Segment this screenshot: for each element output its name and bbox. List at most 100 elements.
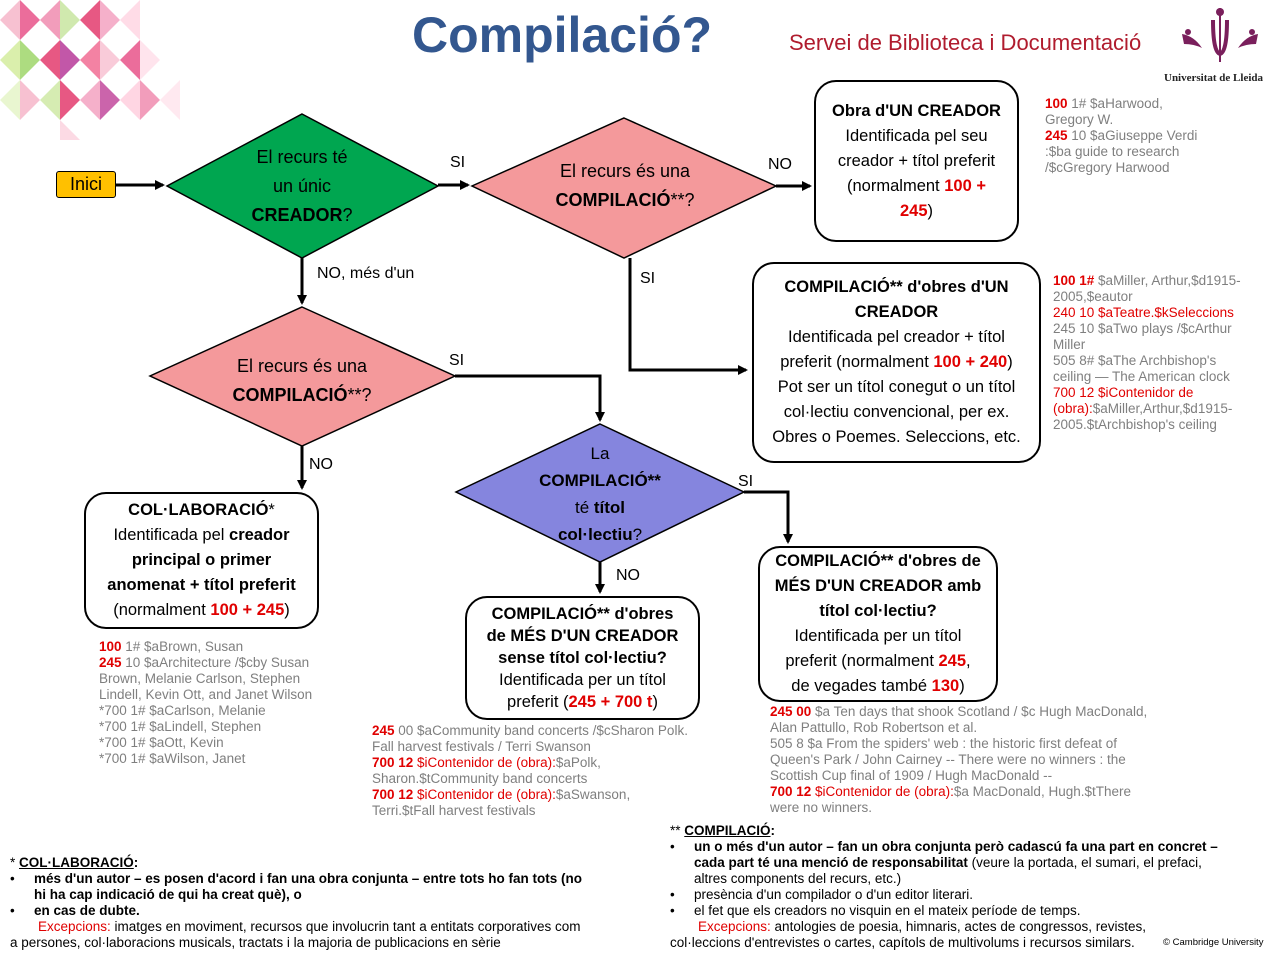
d4-tail: ? (632, 525, 643, 544)
note-compil-bullet1: • un o més d'un autor – fan un obra conj… (670, 839, 1218, 854)
box-multi-t-t1a: COMPILACIÓ (775, 552, 881, 570)
ex-harwood-0: 100 1# $aHarwood, (1045, 96, 1197, 112)
box-multi-t-l3: de vegades també 130) (760, 674, 996, 699)
note-compil-b3: el fet que els creadors no visquin en el… (694, 903, 1081, 918)
ex-miller-2: 240 10 $aTeatre.$kSeleccions (1053, 305, 1241, 321)
d4-line2: COMPILACIÓ** (539, 471, 661, 490)
university-name: Universitat de Lleida (1164, 72, 1263, 84)
box-comp-one-title: COMPILACIÓ** d'obres d'UN (754, 275, 1039, 300)
ex-harwood-2: 245 10 $aGiuseppe Verdi (1045, 128, 1197, 144)
box-multi-nt-t2a: de (486, 627, 511, 645)
box-multi-nt-l1: Identificada per un títol (499, 671, 666, 689)
box-multi-t-t3: títol col·lectiu? (819, 602, 937, 620)
arrow-d2-to-comp-one (628, 258, 748, 375)
box-multi-t-code2: 130 (931, 677, 960, 695)
ex-polk-0: 245 00 $aCommunity band concerts /$cShar… (372, 723, 688, 739)
d3-tail: **? (347, 385, 372, 405)
ex-brown-1-k: 245 (99, 655, 122, 670)
d1-line1: El recurs té (256, 147, 348, 167)
note-collab-exc: Excepcions: imatges en moviment, recurso… (10, 919, 650, 935)
note-compil-bullet1d: altres components del recurs, etc.) (670, 871, 1270, 887)
note-collab-exc-text2: a persones, col·laboracions musicals, tr… (10, 935, 501, 950)
ex-miller-0: 100 1# $aMiller, Arthur,$d1915- (1053, 273, 1241, 289)
box-multi-t-t1: COMPILACIÓ** d'obres de (760, 549, 996, 574)
start-node: Inici (56, 171, 116, 198)
note-compil-exc-text2: col·leccions d'entrevistes o cartes, cap… (670, 935, 1135, 950)
box-multi-nt-t1b: ** d'obres (597, 605, 674, 623)
ex-polk-1-t: Fall harvest festivals / Terri Swanson (372, 739, 591, 754)
ex-polk-3: Sharon.$tCommunity band concerts (372, 771, 688, 787)
box-collab-title: COL·LABORACIÓ* (86, 498, 317, 523)
note-collab-b2: en cas de dubte. (34, 903, 140, 918)
ex-miller-6: ceiling — The American clock (1053, 369, 1241, 385)
ex-brown-7: *700 1# $aWilson, Janet (99, 751, 312, 767)
d4-line1: La (590, 444, 610, 463)
box-multi-nt-t1: COMPILACIÓ** d'obres (467, 603, 698, 625)
ex-brown-2: Brown, Melanie Carlson, Stephen (99, 671, 312, 687)
ex-miller-7: 700 12 $iContenidor de (1053, 385, 1241, 401)
ex-miller-0-t: $aMiller, Arthur,$d1915- (1094, 273, 1241, 288)
box-multi-nt-t1a: COMPILACIÓ (491, 605, 598, 623)
label-d2-no: NO (768, 156, 792, 173)
box-multi-t-l3a: de vegades també (791, 677, 932, 695)
d1-line2: un únic (272, 176, 332, 196)
box-multi-nt-close: ) (652, 693, 658, 711)
ex-mac-6: were no winners. (770, 800, 1147, 816)
ex-brown-4: *700 1# $aCarlson, Melanie (99, 703, 312, 719)
ex-harwood-1: Gregory W. (1045, 112, 1197, 128)
ex-harwood-4: /$cGregory Harwood (1045, 160, 1197, 176)
ex-mac-5-t: $a MacDonald, Hugh.$tThere (953, 784, 1131, 799)
d2-line2: COMPILACIÓ**? (520, 186, 730, 215)
ex-mac-5: 700 12 $iContenidor de (obra):$a MacDona… (770, 784, 1147, 800)
label-d3-yes: SI (449, 352, 465, 369)
decision-compilation-top (470, 117, 778, 259)
box-comp-one-title-bold: COMPILACIÓ (784, 278, 890, 296)
ex-harwood-3: :$ba guide to research (1045, 144, 1197, 160)
note-collab-exc-label: Excepcions: (38, 919, 111, 934)
ex-miller-4-t: Miller (1053, 337, 1086, 352)
box-single-l2: creador + títol preferit (837, 151, 996, 170)
note-compil-heading: ** COMPILACIÓ: (670, 823, 1270, 839)
ex-mac-1-t: Alan Pattullo, Rob Robertson et al. (770, 720, 978, 735)
ex-harwood-1-t: Gregory W. (1045, 112, 1114, 127)
ex-miller-5-t: 505 8# $aThe Archbishop's (1053, 353, 1217, 368)
note-collab-hd: COL·LABORACIÓ (19, 855, 134, 870)
ex-harwood-4-t: /$cGregory Harwood (1045, 160, 1170, 175)
box-multi-nt-l2: preferit (245 + 700 t) (467, 691, 698, 713)
service-name: Servei de Biblioteca i Documentació (789, 30, 1142, 55)
box-collaboration: COL·LABORACIÓ* Identificada pel creador … (84, 492, 319, 629)
ex-brown-0-k: 100 (99, 639, 122, 654)
note-compil-bullet3: •el fet que els creadors no visquin en e… (670, 903, 1081, 918)
ex-mac-0-k: 245 00 (770, 704, 812, 719)
ex-brown-0-t: 1# $aBrown, Susan (121, 639, 244, 654)
ex-miller-0-k: 100 1# (1053, 273, 1095, 288)
label-d3-no: NO (309, 456, 333, 473)
box-single-l1: Identificada pel seu (845, 126, 988, 145)
d2-bold: COMPILACIÓ (555, 190, 671, 210)
ex-polk-4-k: 700 12 (372, 787, 414, 802)
box-comp-one-l3: Pot ser un títol conegut o un títol (777, 378, 1016, 396)
box-collab-l1b: creador (229, 526, 290, 544)
ex-polk-4: 700 12 $iContenidor de (obra):$aSwanson, (372, 787, 688, 803)
note-collab-b1a: més d'un autor – es posen d'acord i fan … (34, 871, 582, 886)
box-multi-nt-l2a: preferit ( (507, 693, 569, 711)
d1-line3: CREADOR? (202, 201, 402, 230)
ex-polk-0-t: 00 $aCommunity band concerts /$cSharon P… (394, 723, 688, 738)
box-comp-one-l1: Identificada pel creador + títol (788, 328, 1005, 346)
ex-polk-4-t: $aSwanson, (555, 787, 631, 802)
page-title: Compilació? (412, 7, 713, 63)
note-compil-bullet2: • presència d'un compilador o d'un edito… (670, 887, 974, 902)
ex-brown-6: *700 1# $aOtt, Kevin (99, 735, 312, 751)
ex-mac-2-t: 505 8 $a From the spiders' web : the his… (770, 736, 1117, 751)
d4-line3a: té (574, 498, 594, 517)
example-brown: 100 1# $aBrown, Susan 245 10 $aArchitect… (99, 639, 312, 767)
box-single-l4: 245) (816, 199, 1017, 224)
box-single-code2: 245 (899, 201, 928, 220)
ex-miller-1: 2005,$eautor (1053, 289, 1241, 305)
d2-text: El recurs és una COMPILACIÓ**? (520, 157, 730, 215)
box-collab-l1a: Identificada pel (113, 526, 230, 544)
label-d2-yes: SI (640, 270, 656, 287)
ex-polk-5: Terri.$tFall harvest festivals (372, 803, 688, 819)
box-collab-l4a: (normalment (113, 601, 211, 619)
note-collaboration: * COL·LABORACIÓ: •més d'un autor – es po… (10, 855, 650, 951)
